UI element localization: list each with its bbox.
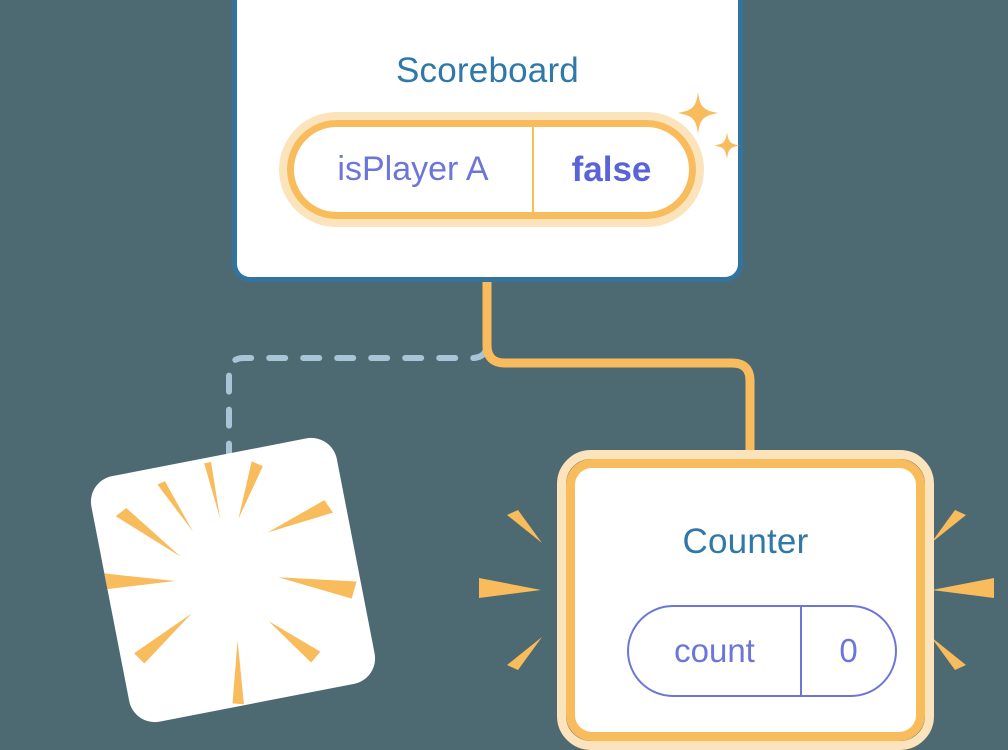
burst-ray-right (931, 510, 966, 543)
burst-ray (232, 640, 244, 705)
scoreboard-pill-key: isPlayer A (294, 127, 534, 212)
burst-ray-right (931, 637, 966, 670)
burst-ray (204, 462, 220, 519)
blank-card-burst-rays (104, 461, 357, 705)
burst-ray (134, 613, 192, 664)
burst-ray-left (479, 578, 541, 598)
burst-ray-left (507, 637, 542, 670)
burst-ray (104, 573, 176, 590)
burst-ray (157, 481, 194, 532)
burst-ray (267, 500, 333, 533)
counter-card-body: Counter count 0 (566, 459, 925, 741)
burst-ray (238, 461, 263, 519)
scoreboard-pill-value: false (571, 149, 652, 189)
scoreboard-pill-highlight-ring-outer (279, 112, 704, 227)
scoreboard-title: Scoreboard (396, 51, 579, 90)
counter-title: Counter (682, 522, 809, 561)
scoreboard-card[interactable]: Scoreboard isPlayer A false (232, 0, 743, 282)
burst-ray (115, 508, 181, 557)
counter-pill-value: 0 (839, 632, 858, 669)
blank-card[interactable] (86, 433, 380, 727)
burst-ray (268, 620, 321, 663)
scoreboard-pill-highlight-ring-inner: isPlayer A false (287, 120, 696, 219)
connector-scoreboard-to-counter (482, 282, 755, 462)
scoreboard-state-pill[interactable]: isPlayer A false (279, 112, 704, 227)
counter-state-pill[interactable]: count 0 (627, 605, 897, 697)
connector-scoreboard-to-blank-card (226, 279, 490, 473)
counter-card[interactable]: Counter count 0 (557, 450, 934, 750)
burst-ray-right (932, 578, 994, 598)
burst-ray-left (507, 510, 542, 543)
burst-ray (278, 577, 357, 599)
counter-pill-key: count (629, 607, 802, 695)
